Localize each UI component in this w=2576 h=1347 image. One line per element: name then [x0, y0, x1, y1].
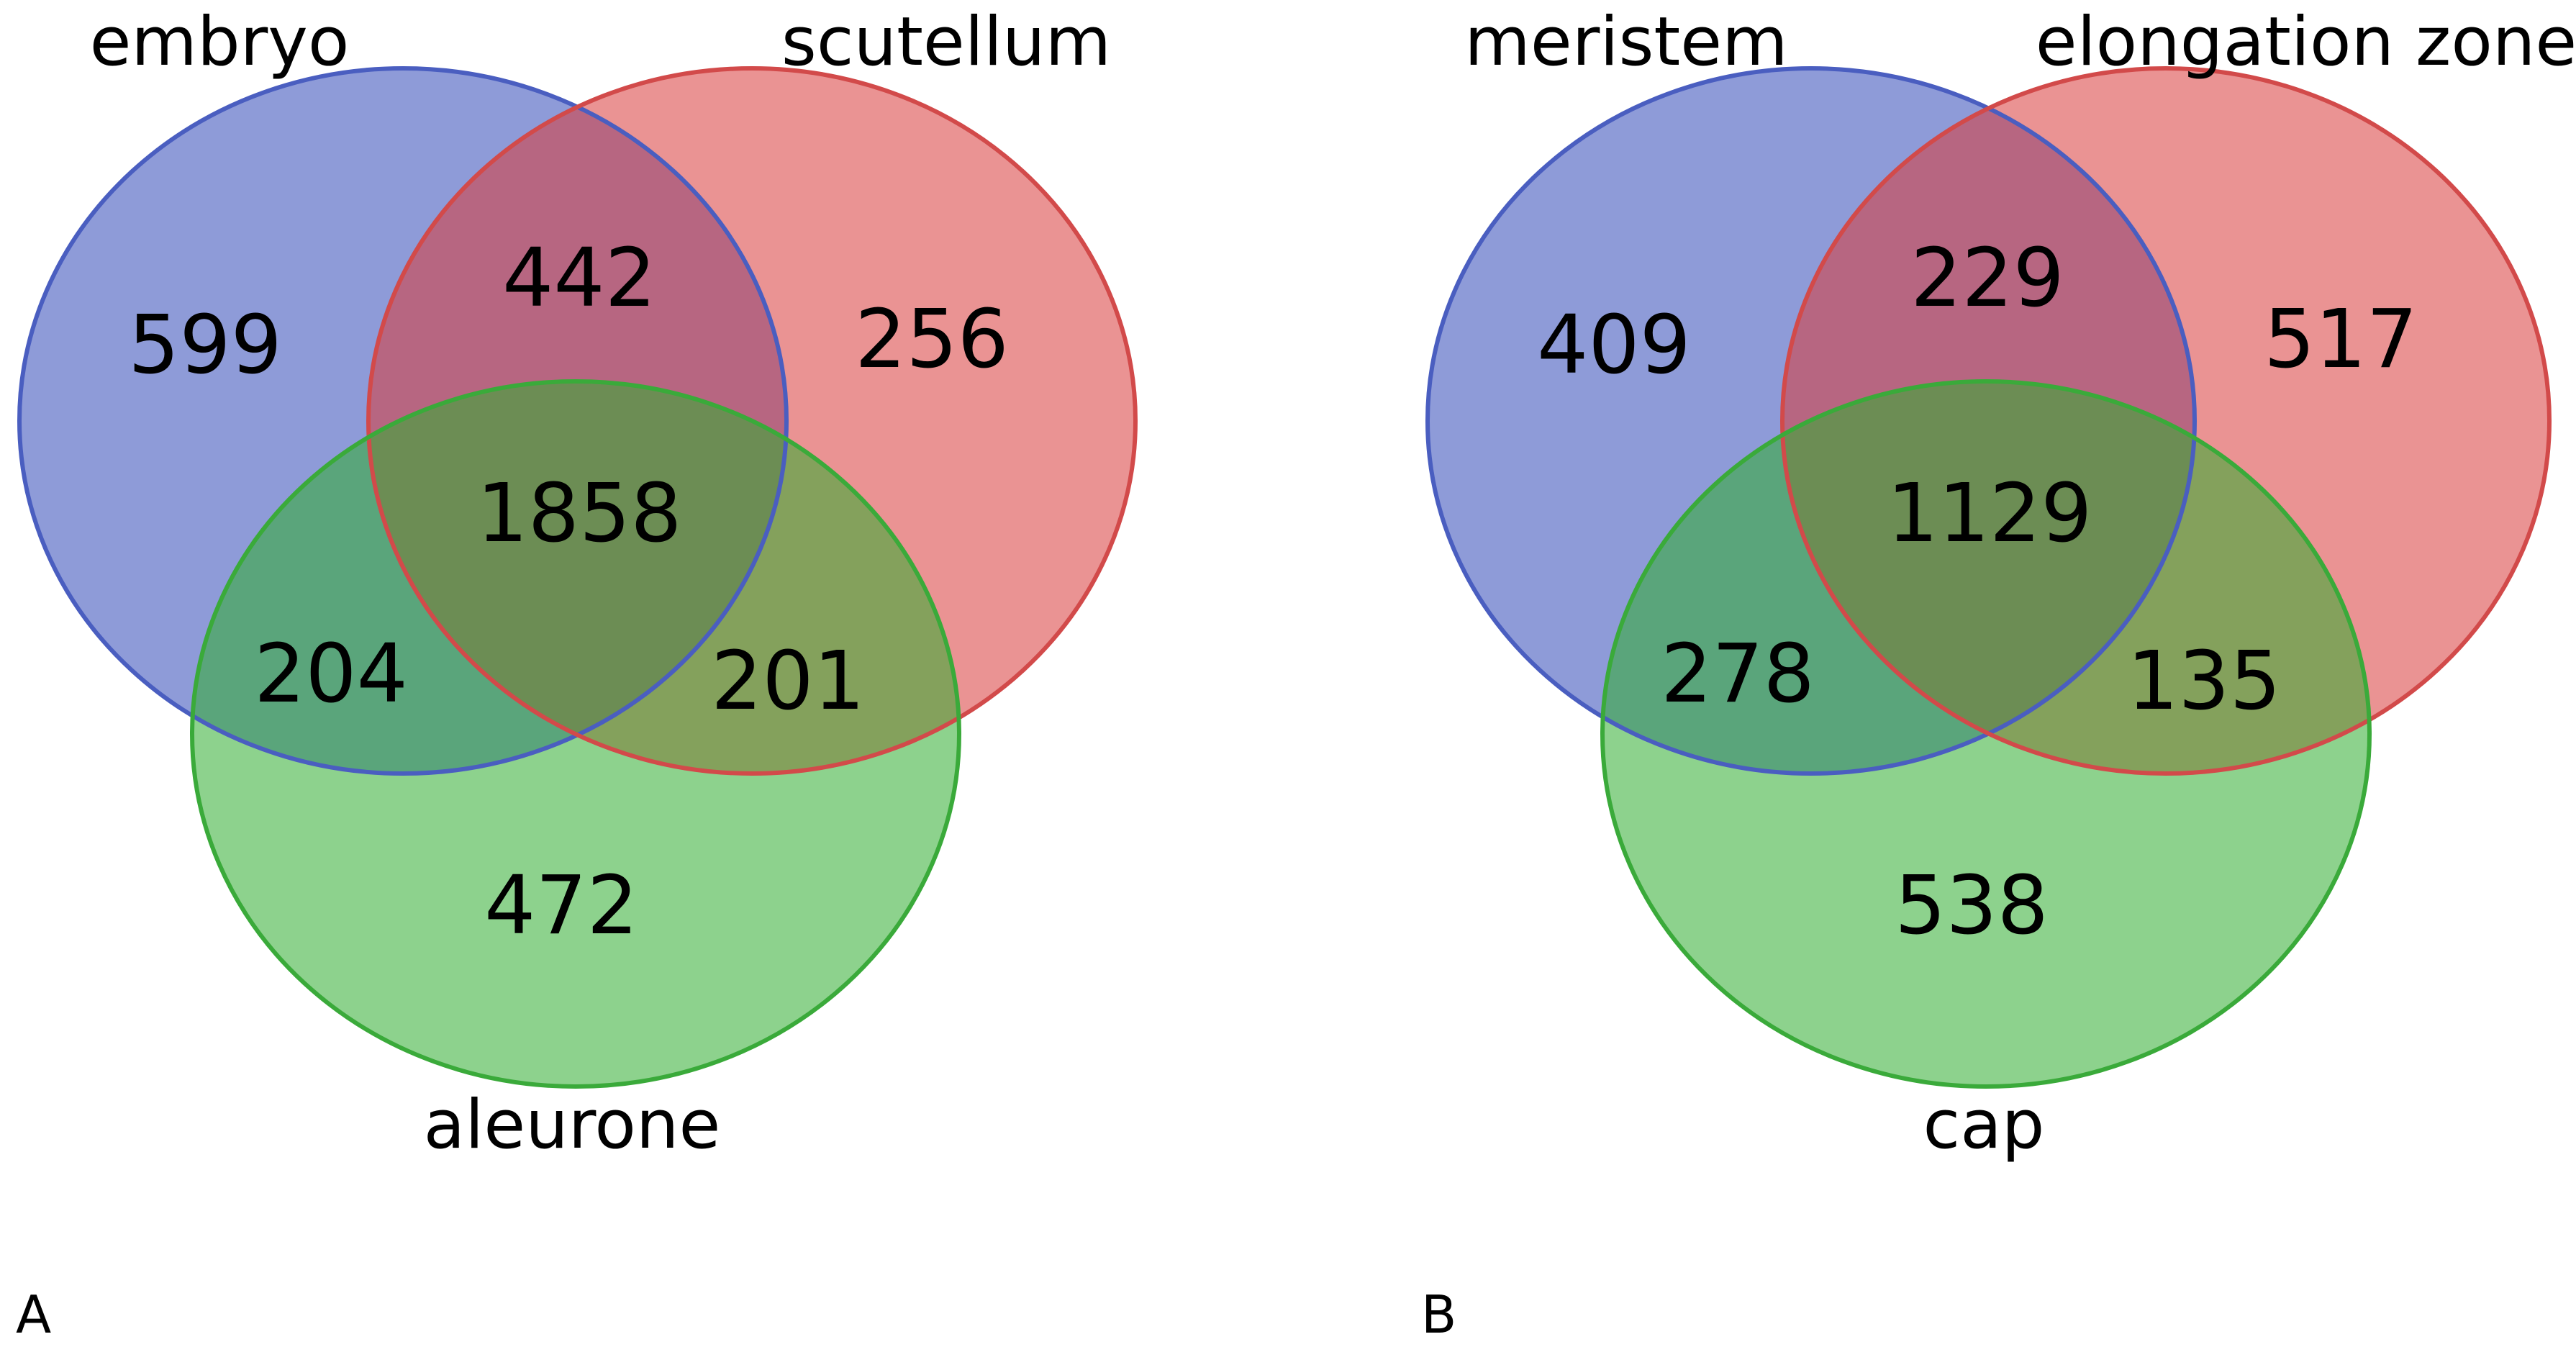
panel-b-letter: B — [1421, 1284, 1456, 1345]
region-set-2-3-count: 135 — [2127, 635, 2281, 728]
region-set-1-3-count: 278 — [1661, 627, 1815, 721]
venn-set-3-outline — [1600, 379, 2372, 1089]
set-3-label: aleurone — [424, 1086, 721, 1164]
venn-set-3-outline — [190, 379, 961, 1089]
set-3-label: cap — [1923, 1086, 2045, 1164]
region-set-1-3-count: 204 — [254, 627, 408, 721]
region-all-sets-count: 1858 — [476, 467, 681, 561]
venn-set-2-outline — [1780, 66, 2552, 776]
set-1-label: embryo — [90, 3, 350, 81]
region-set-1-2-count: 229 — [1910, 232, 2064, 325]
region-all-sets-count: 1129 — [1887, 467, 2092, 561]
region-set-2-3-count: 201 — [711, 635, 865, 728]
venn-set-1-outline — [17, 66, 789, 776]
set-2-label: scutellum — [781, 3, 1111, 81]
region-only-set-2-count: 256 — [855, 293, 1009, 386]
region-only-set-2-count: 517 — [2264, 293, 2418, 386]
panel-a-letter: A — [16, 1284, 51, 1345]
region-set-1-2-count: 442 — [502, 232, 656, 325]
region-only-set-1-count: 599 — [128, 299, 282, 392]
venn-set-2-outline — [366, 66, 1138, 776]
venn-set-1-outline — [1425, 66, 2197, 776]
panel-a: embryo scutellum aleurone 599 442 256 18… — [16, 3, 1138, 1345]
region-only-set-3-count: 538 — [1895, 859, 2049, 953]
panel-b: meristem elongation zone cap 409 229 517… — [1421, 3, 2576, 1345]
region-only-set-3-count: 472 — [484, 859, 638, 953]
set-1-label: meristem — [1464, 3, 1787, 81]
set-2-label: elongation zone — [2036, 3, 2576, 81]
region-only-set-1-count: 409 — [1537, 299, 1691, 392]
